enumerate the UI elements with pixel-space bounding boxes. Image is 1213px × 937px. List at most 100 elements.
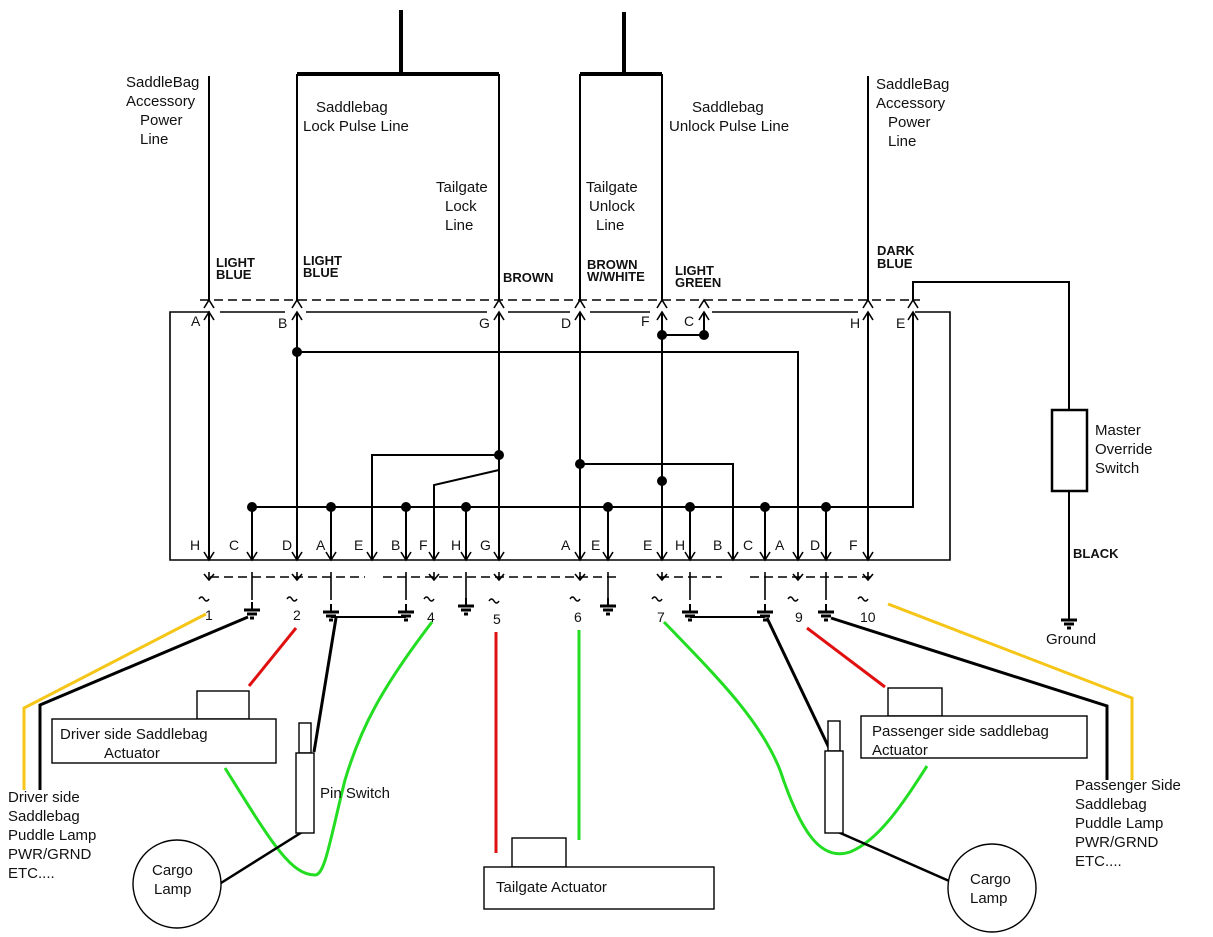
bottom-pin: E [591,537,600,553]
wire-light-blue-a-1: LIGHT [216,255,255,270]
top-feeds [208,10,869,300]
connector-numbers: 1 2 4 5 6 7 9 10 [205,607,876,627]
bottom-pin: D [810,537,820,553]
sb-lock-2: Lock Pulse Line [303,118,409,135]
top-pin-c: C [684,313,694,329]
red-wire-2 [247,627,298,687]
bottom-pin: E [354,537,363,553]
top-pin-a: A [191,313,201,329]
bottom-pin: G [480,537,491,553]
tg-lock-3: Line [445,217,473,234]
connector-number: 2 [293,607,301,623]
connector-number: 4 [427,609,435,625]
internal-wiring [208,281,1070,560]
wire-light-blue-b-1: LIGHT [303,253,342,268]
wire-brown: BROWN [503,270,554,285]
top-pin-b: B [278,315,287,331]
tg-unlock-2: Unlock [589,198,635,215]
wire-dark-blue-1: DARK [877,243,915,258]
wire-light-blue-b-2: BLUE [303,265,339,280]
passenger-puddle-2: Saddlebag [1075,796,1147,813]
cargo-lamp-left-1: Cargo [152,862,193,879]
wire-black: BLACK [1073,546,1119,561]
bottom-pin: A [561,537,571,553]
connector-number: 6 [574,609,582,625]
driver-puddle-1: Driver side [8,789,80,806]
bottom-pin-letters: H C D A E B F H G A E E H B C A D F [190,537,858,553]
tg-lock-2: Lock [445,198,477,215]
cargo-lamp-right-1: Cargo [970,871,1011,888]
wire-color-labels: LIGHT BLUE LIGHT BLUE BROWN BROWN W/WHIT… [216,243,1119,561]
master-override-1: Master [1095,422,1141,439]
tg-unlock-1: Tailgate [586,179,638,196]
cargo-lamp-left-2: Lamp [154,881,192,898]
driver-puddle-4: PWR/GRND [8,846,91,863]
ground-label: Ground [1046,631,1096,648]
bottom-pin: F [419,537,428,553]
bottom-pin: H [190,537,200,553]
top-pin-g: G [479,315,490,331]
sb-power-left-3: Power [140,112,183,129]
master-override-switch [1050,408,1089,630]
sb-power-right-2: Accessory [876,95,946,112]
top-pin-h: H [850,315,860,331]
black-wire-pin-right [765,617,832,751]
black-wire-left [38,615,249,790]
red-wire-9 [806,626,886,689]
master-override-2: Override [1095,441,1153,458]
connector-number: 1 [205,607,213,623]
connector-number: 10 [860,609,876,625]
connector-number: 5 [493,611,501,627]
bottom-pin: D [282,537,292,553]
components [51,687,1088,933]
wire-brown-white-1: BROWN [587,257,638,272]
bottom-pin: C [229,537,239,553]
wire-light-blue-a-2: BLUE [216,267,252,282]
passenger-actuator-1: Passenger side saddlebag [872,723,1049,740]
bottom-pin: C [743,537,753,553]
sb-power-left-2: Accessory [126,93,196,110]
sb-unlock-2: Unlock Pulse Line [669,118,789,135]
yellow-wire-right [887,602,1134,780]
passenger-puddle-4: PWR/GRND [1075,834,1158,851]
sb-lock-1: Saddlebag [316,99,388,116]
sb-power-right-1: SaddleBag [876,76,949,93]
wire-dark-blue-2: BLUE [877,256,913,271]
external-wires [22,602,1134,886]
sb-power-right-4: Line [888,133,916,150]
driver-actuator-2: Actuator [104,745,160,762]
passenger-actuator-2: Actuator [872,742,928,759]
junction-dots [247,330,831,512]
passenger-puddle-1: Passenger Side [1075,777,1181,794]
wire-light-green-2: GREEN [675,275,721,290]
bottom-pin: E [643,537,652,553]
wire-light-green-1: LIGHT [675,263,714,278]
sb-power-left-1: SaddleBag [126,74,199,91]
module-box [169,299,951,578]
pin-switch-label: Pin Switch [320,785,390,802]
bottom-pin: B [391,537,400,553]
bottom-pin: H [675,537,685,553]
component-labels: Master Override Switch Ground Driver sid… [8,422,1181,907]
line-labels: SaddleBag Accessory Power Line Saddlebag… [126,74,949,234]
black-wire-pin [312,617,338,753]
sb-power-right-3: Power [888,114,931,131]
passenger-puddle-5: ETC.... [1075,853,1122,870]
black-wire-right [830,616,1109,780]
driver-puddle-2: Saddlebag [8,808,80,825]
driver-puddle-3: Puddle Lamp [8,827,96,844]
wire-brown-white-2: W/WHITE [587,269,645,284]
tg-lock-1: Tailgate [436,179,488,196]
bottom-pin: F [849,537,858,553]
master-override-3: Switch [1095,460,1139,477]
bottom-pin: A [775,537,785,553]
sb-power-left-4: Line [140,131,168,148]
bottom-pin: A [316,537,326,553]
connector-number: 9 [795,609,803,625]
sb-unlock-1: Saddlebag [692,99,764,116]
top-pin-e: E [896,315,905,331]
green-wire-7 [662,620,929,856]
yellow-wire-left [22,612,207,790]
top-pin-d: D [561,315,571,331]
